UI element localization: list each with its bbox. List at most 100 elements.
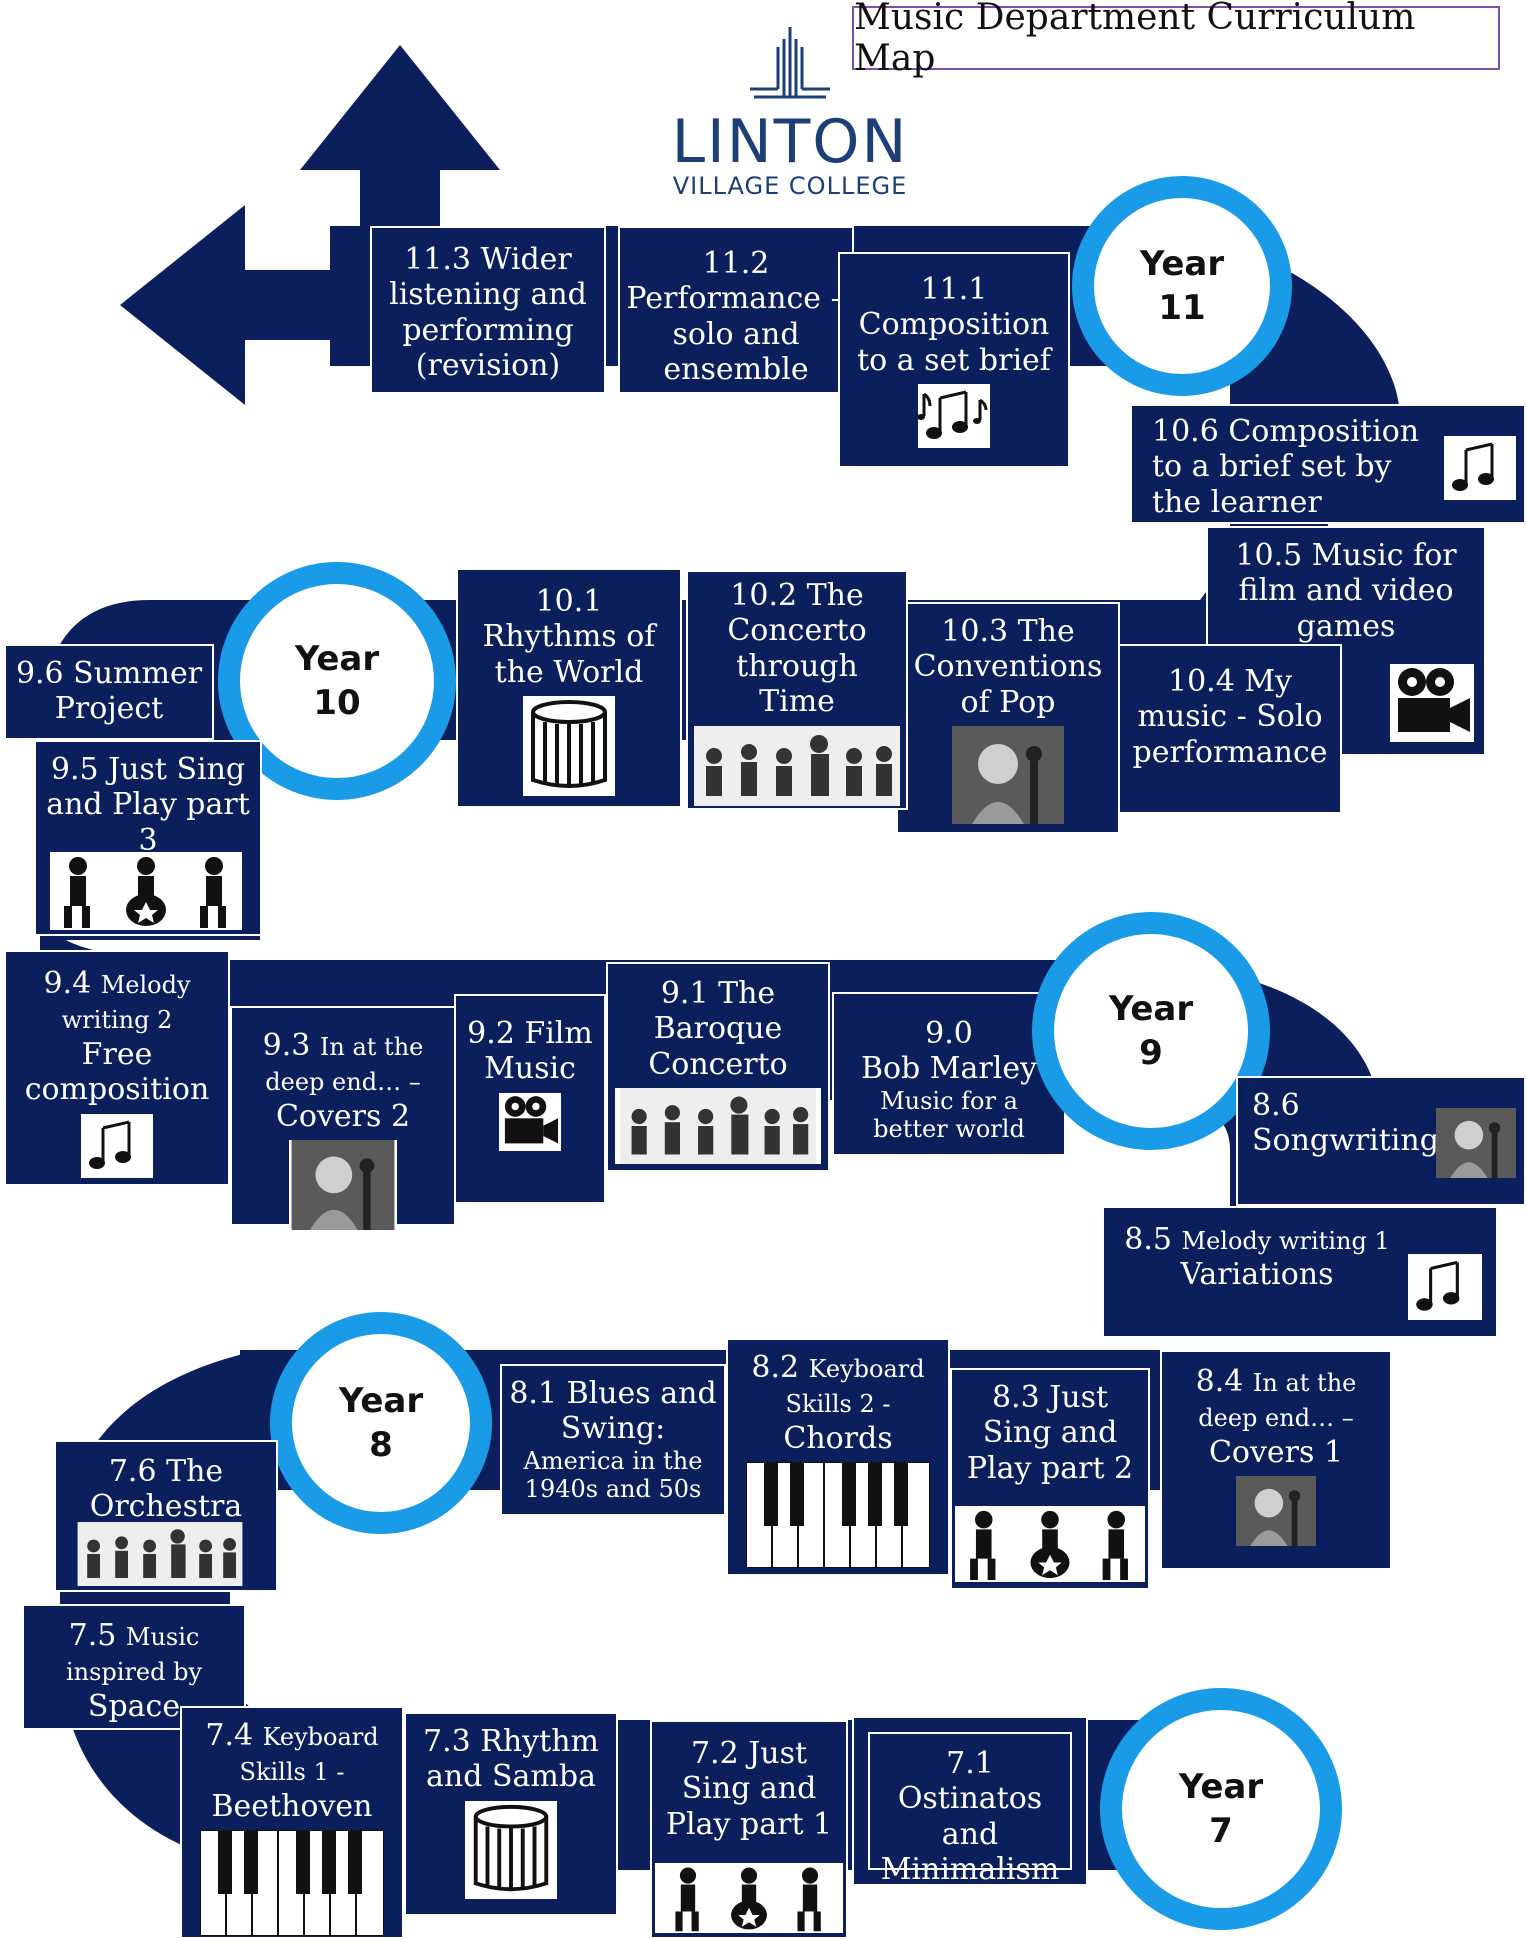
- band-icon: [655, 1863, 843, 1933]
- unit-sublabel: Space: [87, 1688, 181, 1724]
- logo-name: LINTON: [671, 107, 909, 177]
- unit-8-1: 8.1 Blues and Swing: America in the 1940…: [500, 1364, 726, 1516]
- music-notes-icon: [81, 1113, 153, 1178]
- unit-number: 9.0: [925, 1016, 973, 1051]
- unit-label: Bob Marley: [860, 1051, 1038, 1087]
- orchestra-photo: [694, 725, 900, 806]
- unit-label: 11.1 Composition to a set brief: [857, 272, 1051, 378]
- year-7-badge: Year 7: [1100, 1688, 1342, 1930]
- unit-sublabel: Covers 2: [275, 1098, 411, 1134]
- year-word: Year: [1108, 988, 1194, 1029]
- school-logo: LINTON VILLAGE COLLEGE: [660, 12, 920, 212]
- unit-sublabel: America in the 1940s and 50s: [523, 1446, 703, 1504]
- unit-label: 7.5 Music inspired by: [65, 1618, 203, 1687]
- unit-9-5: 9.5 Just Sing and Play part 3: [34, 740, 262, 936]
- unit-label: 7.2 Just Sing and Play part 1: [665, 1736, 833, 1842]
- unit-10-4: 10.4 My music - Solo performance: [1118, 644, 1342, 814]
- unit-label: 9.6 Summer Project: [15, 656, 203, 727]
- year-word: Year: [338, 1380, 424, 1421]
- keyboard-icon: [200, 1830, 384, 1937]
- unit-7-2: 7.2 Just Sing and Play part 1: [650, 1720, 848, 1939]
- year-number: 10: [313, 683, 361, 723]
- unit-9-4: 9.4 Melody writing 2 Free composition: [4, 950, 230, 1186]
- year-8-badge: Year 8: [270, 1312, 492, 1534]
- unit-7-3: 7.3 Rhythm and Samba: [404, 1712, 618, 1916]
- unit-8-2: 8.2 Keyboard Skills 2 - Chords: [726, 1338, 950, 1576]
- unit-9-2: 9.2 Film Music: [454, 994, 606, 1204]
- singer-photo: [1236, 1476, 1316, 1547]
- unit-label: 9.4 Melody writing 2: [43, 966, 191, 1035]
- arrow-up-icon: [300, 45, 500, 230]
- drum-icon: [465, 1800, 557, 1899]
- unit-11-2: 11.2 Performance – solo and ensemble: [618, 226, 854, 394]
- unit-label: 8.5 Melody writing 1: [1124, 1222, 1390, 1257]
- unit-9-1: 9.1 The Baroque Concerto: [606, 962, 830, 1172]
- page-title: Music Department Curriculum Map: [852, 0, 1500, 79]
- unit-9-3: 9.3 In at the deep end… – Covers 2: [230, 1006, 456, 1231]
- unit-label: 7.6 The Orchestra: [89, 1454, 243, 1525]
- year-number: 9: [1139, 1033, 1163, 1073]
- unit-7-6: 7.6 The Orchestra: [54, 1440, 278, 1592]
- unit-11-3: 11.3 Wider listening and performing (rev…: [370, 226, 606, 394]
- unit-label: 7.3 Rhythm and Samba: [423, 1724, 599, 1795]
- keyboard-icon: [746, 1462, 930, 1569]
- unit-label: 8.1 Blues and Swing:: [509, 1376, 717, 1447]
- unit-8-6: 8.6 Songwriting: [1236, 1076, 1526, 1206]
- unit-9-6: 9.6 Summer Project: [4, 644, 214, 740]
- film-camera-icon: [1390, 664, 1474, 742]
- unit-label: 8.2 Keyboard Skills 2 -: [751, 1350, 925, 1419]
- music-notes-icon: [1408, 1254, 1482, 1320]
- logo-mark-icon: [750, 27, 830, 99]
- unit-10-1: 10.1 Rhythms of the World: [456, 568, 682, 808]
- unit-sublabel: Music for a better world: [873, 1086, 1025, 1144]
- arrow-left-icon: [120, 205, 330, 405]
- music-notes-icon: [918, 384, 990, 449]
- unit-10-2: 10.2 The Concerto through Time: [686, 570, 908, 810]
- unit-7-4: 7.4 Keyboard Skills 1 - Beethoven: [180, 1706, 404, 1939]
- year-number: 8: [369, 1425, 393, 1465]
- unit-sublabel: Variations: [1180, 1257, 1334, 1293]
- music-notes-icon: [1444, 436, 1516, 500]
- year-word: Year: [294, 638, 380, 679]
- unit-7-1: 7.1 Ostinatos and Minimalism: [852, 1716, 1088, 1888]
- unit-label: 11.2 Performance – solo and ensemble: [626, 246, 846, 388]
- singer-photo: [1436, 1108, 1516, 1178]
- unit-sublabel: Chords: [783, 1420, 893, 1456]
- unit-label: 9.1 The Baroque Concerto: [648, 976, 788, 1082]
- orchestra-photo: [77, 1522, 243, 1586]
- unit-label: 11.3 Wider listening and performing (rev…: [389, 242, 587, 384]
- unit-label: 9.5 Just Sing and Play part 3: [46, 752, 250, 858]
- unit-label: 10.6 Composition to a brief set by the l…: [1152, 414, 1420, 520]
- band-icon: [955, 1506, 1145, 1582]
- unit-label: 10.5 Music for film and video games: [1235, 538, 1457, 644]
- unit-label: 9.3 In at the deep end… –: [262, 1028, 424, 1097]
- unit-label: 9.2 Film Music: [467, 1016, 593, 1087]
- unit-10-3: 10.3 The Conventions of Pop: [896, 602, 1120, 834]
- band-icon: [50, 852, 242, 930]
- unit-sublabel: Covers 1: [1208, 1434, 1344, 1470]
- unit-label: 8.6 Songwriting: [1252, 1088, 1439, 1159]
- film-camera-icon: [499, 1092, 561, 1151]
- unit-sublabel: Beethoven: [211, 1788, 373, 1824]
- unit-8-3: 8.3 Just Sing and Play part 2: [950, 1368, 1150, 1590]
- unit-label: 7.4 Keyboard Skills 1 -: [205, 1718, 379, 1787]
- singer-photo: [952, 726, 1064, 825]
- year-11-badge: Year 11: [1072, 176, 1292, 396]
- unit-8-5: 8.5 Melody writing 1 Variations: [1102, 1206, 1498, 1338]
- drum-icon: [523, 696, 615, 797]
- singer-photo: [289, 1140, 397, 1231]
- year-9-badge: Year 9: [1032, 912, 1270, 1150]
- orchestra-photo: [615, 1088, 821, 1165]
- unit-label: 7.1 Ostinatos and Minimalism: [880, 1746, 1060, 1888]
- unit-11-1: 11.1 Composition to a set brief: [838, 252, 1070, 468]
- logo-subtitle: VILLAGE COLLEGE: [672, 172, 908, 200]
- year-word: Year: [1139, 243, 1225, 284]
- year-number: 7: [1209, 1811, 1233, 1851]
- year-word: Year: [1178, 1766, 1264, 1807]
- year-number: 11: [1158, 288, 1206, 328]
- year-10-badge: Year 10: [218, 562, 456, 800]
- unit-9-0: 9.0 Bob Marley Music for a better world: [832, 992, 1066, 1156]
- unit-label: 8.4 In at the deep end… –: [1195, 1364, 1357, 1433]
- unit-label: 10.2 The Concerto through Time: [727, 578, 867, 720]
- unit-10-6: 10.6 Composition to a brief set by the l…: [1130, 404, 1526, 524]
